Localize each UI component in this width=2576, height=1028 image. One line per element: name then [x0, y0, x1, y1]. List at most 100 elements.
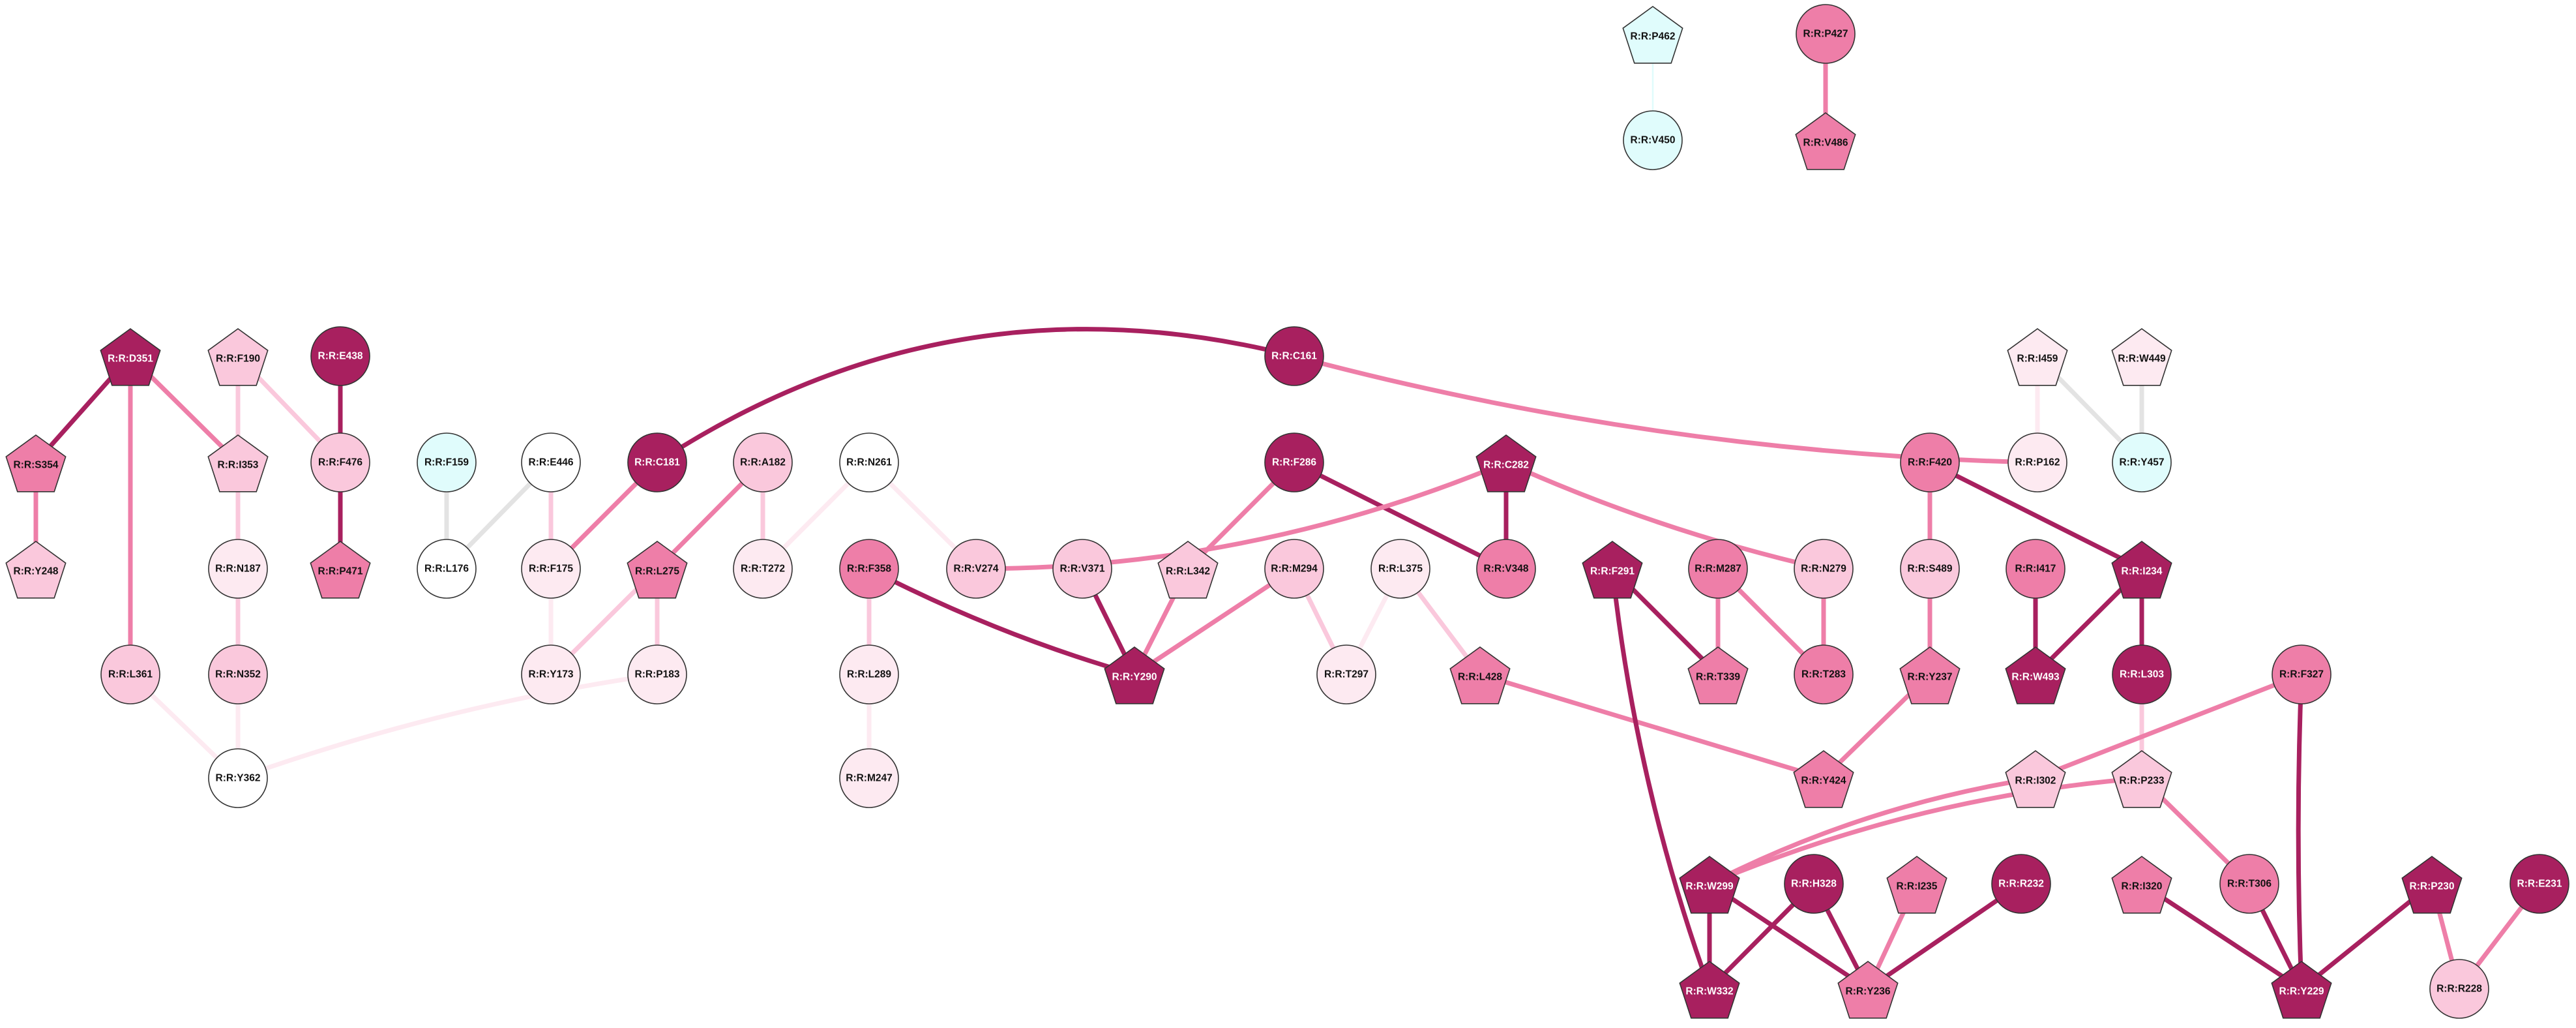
node-r-r-p230[interactable]: R:R:P230 — [2401, 856, 2463, 914]
node-r-r-f358[interactable]: R:R:F358 — [839, 539, 899, 599]
node-pentagon-shape — [1475, 434, 1537, 492]
node-r-r-p427[interactable]: R:R:P427 — [1796, 4, 1856, 64]
node-r-r-l289[interactable]: R:R:L289 — [839, 644, 899, 704]
node-r-r-t297[interactable]: R:R:T297 — [1316, 644, 1376, 704]
node-r-r-m287[interactable]: R:R:M287 — [1688, 539, 1748, 599]
node-pentagon-shape — [5, 434, 67, 492]
node-circle-shape — [1794, 539, 1854, 599]
node-r-r-y362[interactable]: R:R:Y362 — [208, 748, 268, 808]
node-r-r-l361[interactable]: R:R:L361 — [100, 644, 160, 704]
node-r-r-l375[interactable]: R:R:L375 — [1370, 539, 1430, 599]
node-circle-shape — [1264, 432, 1324, 492]
node-r-r-e438[interactable]: R:R:E438 — [310, 326, 370, 386]
node-r-r-f159[interactable]: R:R:F159 — [417, 432, 477, 492]
node-r-r-i302[interactable]: R:R:I302 — [2005, 750, 2066, 808]
node-r-r-t283[interactable]: R:R:T283 — [1794, 644, 1854, 704]
node-r-r-e446[interactable]: R:R:E446 — [521, 432, 581, 492]
node-r-r-l428[interactable]: R:R:L428 — [1449, 646, 1511, 704]
node-pentagon-shape — [2111, 328, 2172, 386]
node-circle-shape — [521, 644, 581, 704]
node-r-r-p462[interactable]: R:R:P462 — [1622, 6, 1683, 64]
node-pentagon-shape — [1157, 541, 1219, 599]
edge-r-r-i320-r-r-y229 — [2139, 881, 2304, 991]
node-circle-shape — [627, 644, 687, 704]
node-r-r-y236[interactable]: R:R:Y236 — [1837, 961, 1899, 1019]
node-r-r-f190[interactable]: R:R:F190 — [207, 328, 269, 386]
node-r-r-r228[interactable]: R:R:R228 — [2429, 959, 2489, 1019]
node-r-r-i320[interactable]: R:R:I320 — [2111, 856, 2172, 914]
node-circle-shape — [2112, 432, 2172, 492]
node-r-r-w299[interactable]: R:R:W299 — [1679, 856, 1740, 914]
node-circle-shape — [417, 432, 477, 492]
node-pentagon-shape — [1899, 646, 1961, 704]
node-r-r-v274[interactable]: R:R:V274 — [946, 539, 1006, 599]
node-r-r-a182[interactable]: R:R:A182 — [733, 432, 793, 492]
node-r-r-p233[interactable]: R:R:P233 — [2111, 750, 2172, 808]
node-circle-shape — [946, 539, 1006, 599]
node-r-r-f175[interactable]: R:R:F175 — [521, 539, 581, 599]
edge-r-r-c181-r-r-c161 — [655, 327, 1297, 465]
node-pentagon-shape — [310, 541, 371, 599]
node-r-r-y237[interactable]: R:R:Y237 — [1899, 646, 1961, 704]
node-circle-shape — [1476, 539, 1536, 599]
node-r-r-y457[interactable]: R:R:Y457 — [2112, 432, 2172, 492]
node-circle-shape — [1052, 539, 1112, 599]
node-circle-shape — [839, 748, 899, 808]
node-pentagon-shape — [1795, 112, 1856, 170]
node-r-r-v450[interactable]: R:R:V450 — [1623, 110, 1683, 170]
node-r-r-y248[interactable]: R:R:Y248 — [5, 541, 67, 599]
node-r-r-c161[interactable]: R:R:C161 — [1264, 326, 1324, 386]
node-r-r-t272[interactable]: R:R:T272 — [733, 539, 793, 599]
node-pentagon-shape — [1793, 750, 1854, 808]
node-r-r-i235[interactable]: R:R:I235 — [1886, 856, 1947, 914]
node-r-r-v486[interactable]: R:R:V486 — [1795, 112, 1856, 170]
node-r-r-n261[interactable]: R:R:N261 — [839, 432, 899, 492]
node-circle-shape — [839, 644, 899, 704]
node-r-r-c282[interactable]: R:R:C282 — [1475, 434, 1537, 492]
node-r-r-p471[interactable]: R:R:P471 — [310, 541, 371, 599]
node-r-r-h328[interactable]: R:R:H328 — [1784, 854, 1844, 914]
node-r-r-l303[interactable]: R:R:L303 — [2112, 644, 2172, 704]
node-r-r-p183[interactable]: R:R:P183 — [627, 644, 687, 704]
node-r-r-y290[interactable]: R:R:Y290 — [1104, 646, 1165, 704]
node-circle-shape — [100, 644, 160, 704]
node-r-r-w449[interactable]: R:R:W449 — [2111, 328, 2172, 386]
node-r-r-n187[interactable]: R:R:N187 — [208, 539, 268, 599]
node-r-r-i234[interactable]: R:R:I234 — [2111, 541, 2172, 599]
node-circle-shape — [310, 326, 370, 386]
node-r-r-m294[interactable]: R:R:M294 — [1264, 539, 1324, 599]
edge-r-r-p183-r-r-y362 — [235, 672, 660, 781]
node-r-r-y173[interactable]: R:R:Y173 — [521, 644, 581, 704]
node-r-r-l176[interactable]: R:R:L176 — [417, 539, 477, 599]
node-r-r-e231[interactable]: R:R:E231 — [2509, 854, 2569, 914]
node-r-r-p162[interactable]: R:R:P162 — [2007, 432, 2067, 492]
node-pentagon-shape — [2111, 856, 2172, 914]
node-r-r-n279[interactable]: R:R:N279 — [1794, 539, 1854, 599]
edge-r-r-m294-r-r-y290 — [1132, 566, 1297, 677]
node-r-r-v371[interactable]: R:R:V371 — [1052, 539, 1112, 599]
node-circle-shape — [208, 539, 268, 599]
node-r-r-v348[interactable]: R:R:V348 — [1476, 539, 1536, 599]
node-r-r-s489[interactable]: R:R:S489 — [1900, 539, 1960, 599]
node-r-r-i417[interactable]: R:R:I417 — [2006, 539, 2065, 599]
node-circle-shape — [1264, 326, 1324, 386]
node-r-r-f476[interactable]: R:R:F476 — [310, 432, 370, 492]
node-r-r-s354[interactable]: R:R:S354 — [5, 434, 67, 492]
node-circle-shape — [839, 432, 899, 492]
node-r-r-f327[interactable]: R:R:F327 — [2272, 644, 2332, 704]
node-r-r-t306[interactable]: R:R:T306 — [2219, 854, 2279, 914]
node-pentagon-shape — [207, 434, 269, 492]
node-pentagon-shape — [2111, 541, 2172, 599]
node-r-r-c181[interactable]: R:R:C181 — [627, 432, 687, 492]
node-circle-shape — [208, 748, 268, 808]
node-r-r-i459[interactable]: R:R:I459 — [2007, 328, 2068, 386]
node-r-r-r232[interactable]: R:R:R232 — [1991, 854, 2051, 914]
node-circle-shape — [2272, 644, 2332, 704]
node-r-r-n352[interactable]: R:R:N352 — [208, 644, 268, 704]
node-r-r-f286[interactable]: R:R:F286 — [1264, 432, 1324, 492]
node-r-r-m247[interactable]: R:R:M247 — [839, 748, 899, 808]
node-circle-shape — [1796, 4, 1856, 64]
node-r-r-d351[interactable]: R:R:D351 — [100, 328, 161, 386]
node-r-r-f420[interactable]: R:R:F420 — [1900, 432, 1960, 492]
node-r-r-f291[interactable]: R:R:F291 — [1582, 541, 1643, 599]
